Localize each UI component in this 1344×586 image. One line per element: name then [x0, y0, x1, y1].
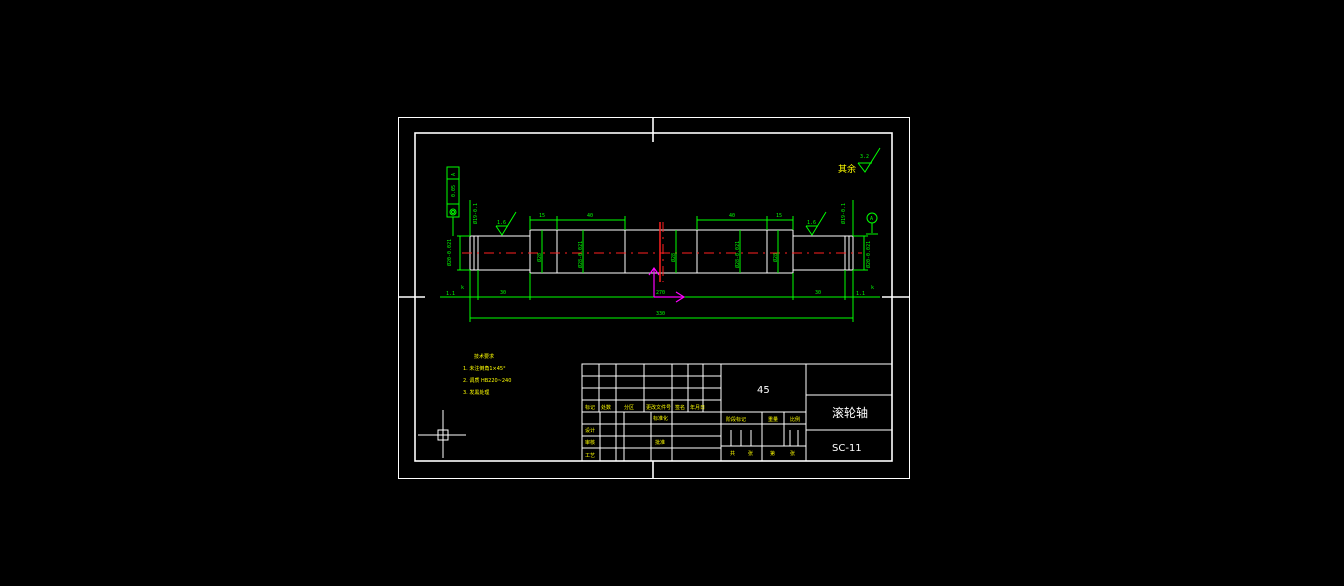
tb-label-scale: 比例 [790, 416, 800, 423]
sheet-border [398, 117, 910, 479]
tb-label-date: 年月日 [690, 404, 705, 411]
svg-text:其余: 其余 [838, 163, 856, 175]
dim-right-shoulder: 15 [776, 213, 782, 219]
tb-label-sheets: 张 [748, 450, 753, 457]
tb-label-count: 处数 [601, 404, 611, 411]
dim-groove-left-k: k [461, 285, 464, 291]
crosshair-cursor [418, 410, 466, 458]
tb-label-stage: 阶段标记 [726, 416, 746, 423]
tb-label-zone: 分区 [624, 404, 634, 411]
datum-symbol: A [866, 212, 878, 235]
dim-groove-right-k: k [871, 285, 874, 291]
tb-label-weight: 重量 [768, 416, 778, 423]
dim-dia-body-b: Ø28-0.021 [577, 241, 584, 268]
roughness-symbol-left: 1.6 [495, 211, 517, 236]
svg-text:1.6: 1.6 [497, 220, 506, 226]
dim-groove-right: 1.1 [856, 291, 865, 297]
tb-label-sign: 签名 [675, 404, 685, 411]
notes-title: 技术要求 [474, 353, 494, 360]
tb-label-no: 第 [770, 450, 775, 457]
dim-dia-body-d: Ø28 [772, 253, 779, 262]
technical-notes: 技术要求 1. 未注倒角1×45° 2. 调质 HB220~240 3. 发黑处… [463, 353, 511, 396]
dim-total: 330 [656, 311, 665, 317]
dim-dia-body-c: Ø28-0.021 [734, 241, 741, 268]
ucs-icon [648, 266, 686, 303]
dim-dia-left-end: Ø20-0.021 [446, 239, 453, 266]
tb-label-review: 审核 [585, 439, 595, 446]
roughness-symbol-right: 1.6 [805, 211, 827, 236]
notes-line-1: 1. 未注倒角1×45° [463, 365, 506, 372]
dim-left-vert: Ø19-0.1 [472, 203, 479, 224]
svg-text:A: A [451, 173, 457, 176]
dim-right-body: 40 [729, 213, 735, 219]
tb-label-mark: 标记 [585, 404, 595, 411]
svg-text:3.2: 3.2 [860, 154, 869, 160]
svg-text:0.05: 0.05 [451, 185, 457, 197]
dimension-lines [440, 200, 880, 322]
dim-left-body: 40 [587, 213, 593, 219]
shaft-outline [469, 229, 854, 274]
tb-label-process: 工艺 [585, 453, 595, 459]
tb-label-total: 共 [730, 450, 735, 457]
tb-label-design: 设计 [585, 427, 595, 434]
dim-right-end: 30 [815, 290, 821, 296]
tb-label-standard: 标准化 [653, 415, 668, 422]
drawing-number: SC-11 [832, 443, 862, 454]
material-value: 45 [757, 385, 770, 396]
tb-label-sheet: 张 [790, 450, 795, 457]
dim-right-vert: Ø19-0.1 [840, 203, 847, 224]
runout-tolerance-frame: 0.05 A [446, 166, 460, 236]
notes-line-2: 2. 调质 HB220~240 [463, 377, 511, 384]
dim-left-shoulder: 15 [539, 213, 545, 219]
tb-label-change-doc: 更改文件号 [646, 404, 671, 411]
dim-left-end: 30 [500, 290, 506, 296]
dim-dia-body-a: Ø28 [536, 253, 543, 262]
dim-dia-mid: Ø28 [670, 253, 677, 262]
roughness-symbol-general: 3.2 其余 [838, 147, 881, 175]
dim-groove-left: 1.1 [446, 291, 455, 297]
notes-line-3: 3. 发黑处理 [463, 389, 489, 396]
tb-label-approve: 批准 [655, 439, 665, 446]
dim-mid: 270 [656, 290, 665, 296]
title-block [581, 363, 893, 462]
part-name: 滚轮轴 [832, 405, 868, 420]
svg-text:A: A [870, 216, 873, 222]
dim-dia-right-end: Ø20-0.021 [865, 241, 872, 268]
svg-text:1.6: 1.6 [807, 220, 816, 226]
